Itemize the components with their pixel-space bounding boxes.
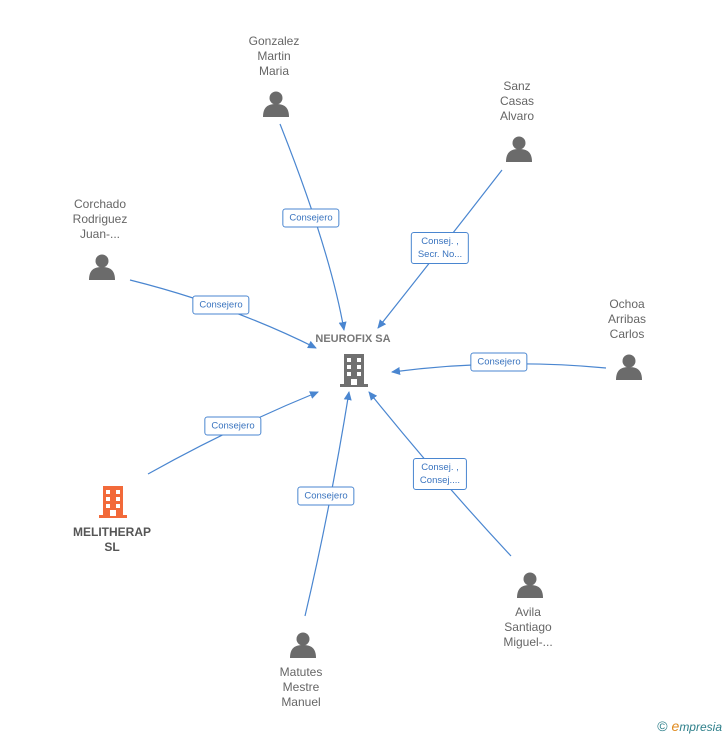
person-icon-sanz[interactable]	[506, 136, 532, 163]
edge-label-matutes[interactable]: Consejero	[297, 486, 355, 506]
person-name-line: Mestre	[282, 680, 320, 694]
edge-label-line: Consejero	[289, 212, 333, 224]
edge-label-avila[interactable]: Consej. , Consej....	[412, 458, 468, 490]
brand-logo-text: mpresia	[679, 720, 722, 734]
edge-label-line: Consej. ,	[421, 462, 459, 473]
person-label-corchado[interactable]: Corchado Rodriguez Juan-...	[73, 197, 128, 242]
person-label-matutes[interactable]: Matutes Mestre Manuel	[280, 665, 323, 710]
person-name-line: Ochoa	[609, 297, 645, 311]
person-name-line: Arribas	[607, 312, 647, 326]
person-name-line: Rodriguez	[72, 212, 128, 226]
person-name-line: Juan-...	[79, 227, 121, 241]
person-name-line: Carlos	[609, 327, 645, 341]
person-name-line: Gonzalez	[248, 34, 300, 48]
edge-matutes	[304, 391, 352, 617]
person-label-avila[interactable]: Avila Santiago Miguel-...	[503, 605, 552, 650]
edge-label-gonzalez[interactable]: Consejero	[282, 208, 340, 228]
edge-label-line: Consejero	[304, 490, 348, 502]
company-label-melitherap[interactable]: MELITHERAP SL	[73, 525, 151, 555]
person-name-line: Corchado	[73, 197, 127, 211]
edge-label-line: Consejero	[199, 299, 243, 311]
edge-label-corchado[interactable]: Consejero	[192, 295, 250, 315]
building-icon-neurofix[interactable]	[340, 354, 368, 387]
person-name-line: Maria	[258, 64, 290, 78]
edge-label-line: Secr. No...	[417, 249, 463, 260]
person-icons	[89, 91, 642, 659]
person-icon-ochoa[interactable]	[616, 354, 642, 381]
person-icon-gonzalez[interactable]	[263, 91, 289, 118]
person-name-line: Casas	[499, 94, 535, 108]
edge-label-line: Consejero	[211, 420, 255, 432]
person-name-line: Martin	[257, 49, 291, 63]
person-name-line: Sanz	[503, 79, 531, 93]
person-label-ochoa[interactable]: Ochoa Arribas Carlos	[608, 297, 646, 342]
company-name-line: MELITHERAP	[73, 525, 151, 539]
company-name-line: SL	[104, 540, 120, 554]
person-icon-corchado[interactable]	[89, 254, 115, 281]
edge-label-ochoa[interactable]: Consejero	[470, 352, 528, 372]
person-name-line: Avila	[515, 605, 541, 619]
person-name-line: Matutes	[279, 665, 323, 679]
person-name-line: Santiago	[504, 620, 552, 634]
edge-gonzalez	[279, 123, 347, 331]
brand-logo-initial: e	[671, 718, 680, 734]
person-name-line: Alvaro	[499, 109, 535, 123]
copyright-icon: ©	[657, 718, 668, 734]
edge-label-line: Consejero	[477, 356, 521, 368]
edge-label-line: Consej....	[419, 475, 461, 486]
edges	[129, 123, 607, 617]
person-label-sanz[interactable]: Sanz Casas Alvaro	[500, 79, 534, 124]
brand-footer[interactable]: ©empresia	[657, 718, 722, 734]
person-label-gonzalez[interactable]: Gonzalez Martin Maria	[249, 34, 300, 79]
person-icon-avila[interactable]	[517, 572, 543, 599]
edge-label-line: Consej. ,	[421, 236, 459, 247]
edge-label-sanz[interactable]: Consej. , Secr. No...	[410, 232, 470, 264]
person-name-line: Miguel-...	[503, 635, 553, 649]
building-icon-melitherap[interactable]	[99, 486, 127, 518]
edge-label-melitherap[interactable]: Consejero	[204, 416, 262, 436]
center-node-label[interactable]: NEUROFIX SA	[315, 333, 391, 345]
person-name-line: Manuel	[281, 695, 321, 709]
person-icon-matutes[interactable]	[290, 632, 316, 659]
